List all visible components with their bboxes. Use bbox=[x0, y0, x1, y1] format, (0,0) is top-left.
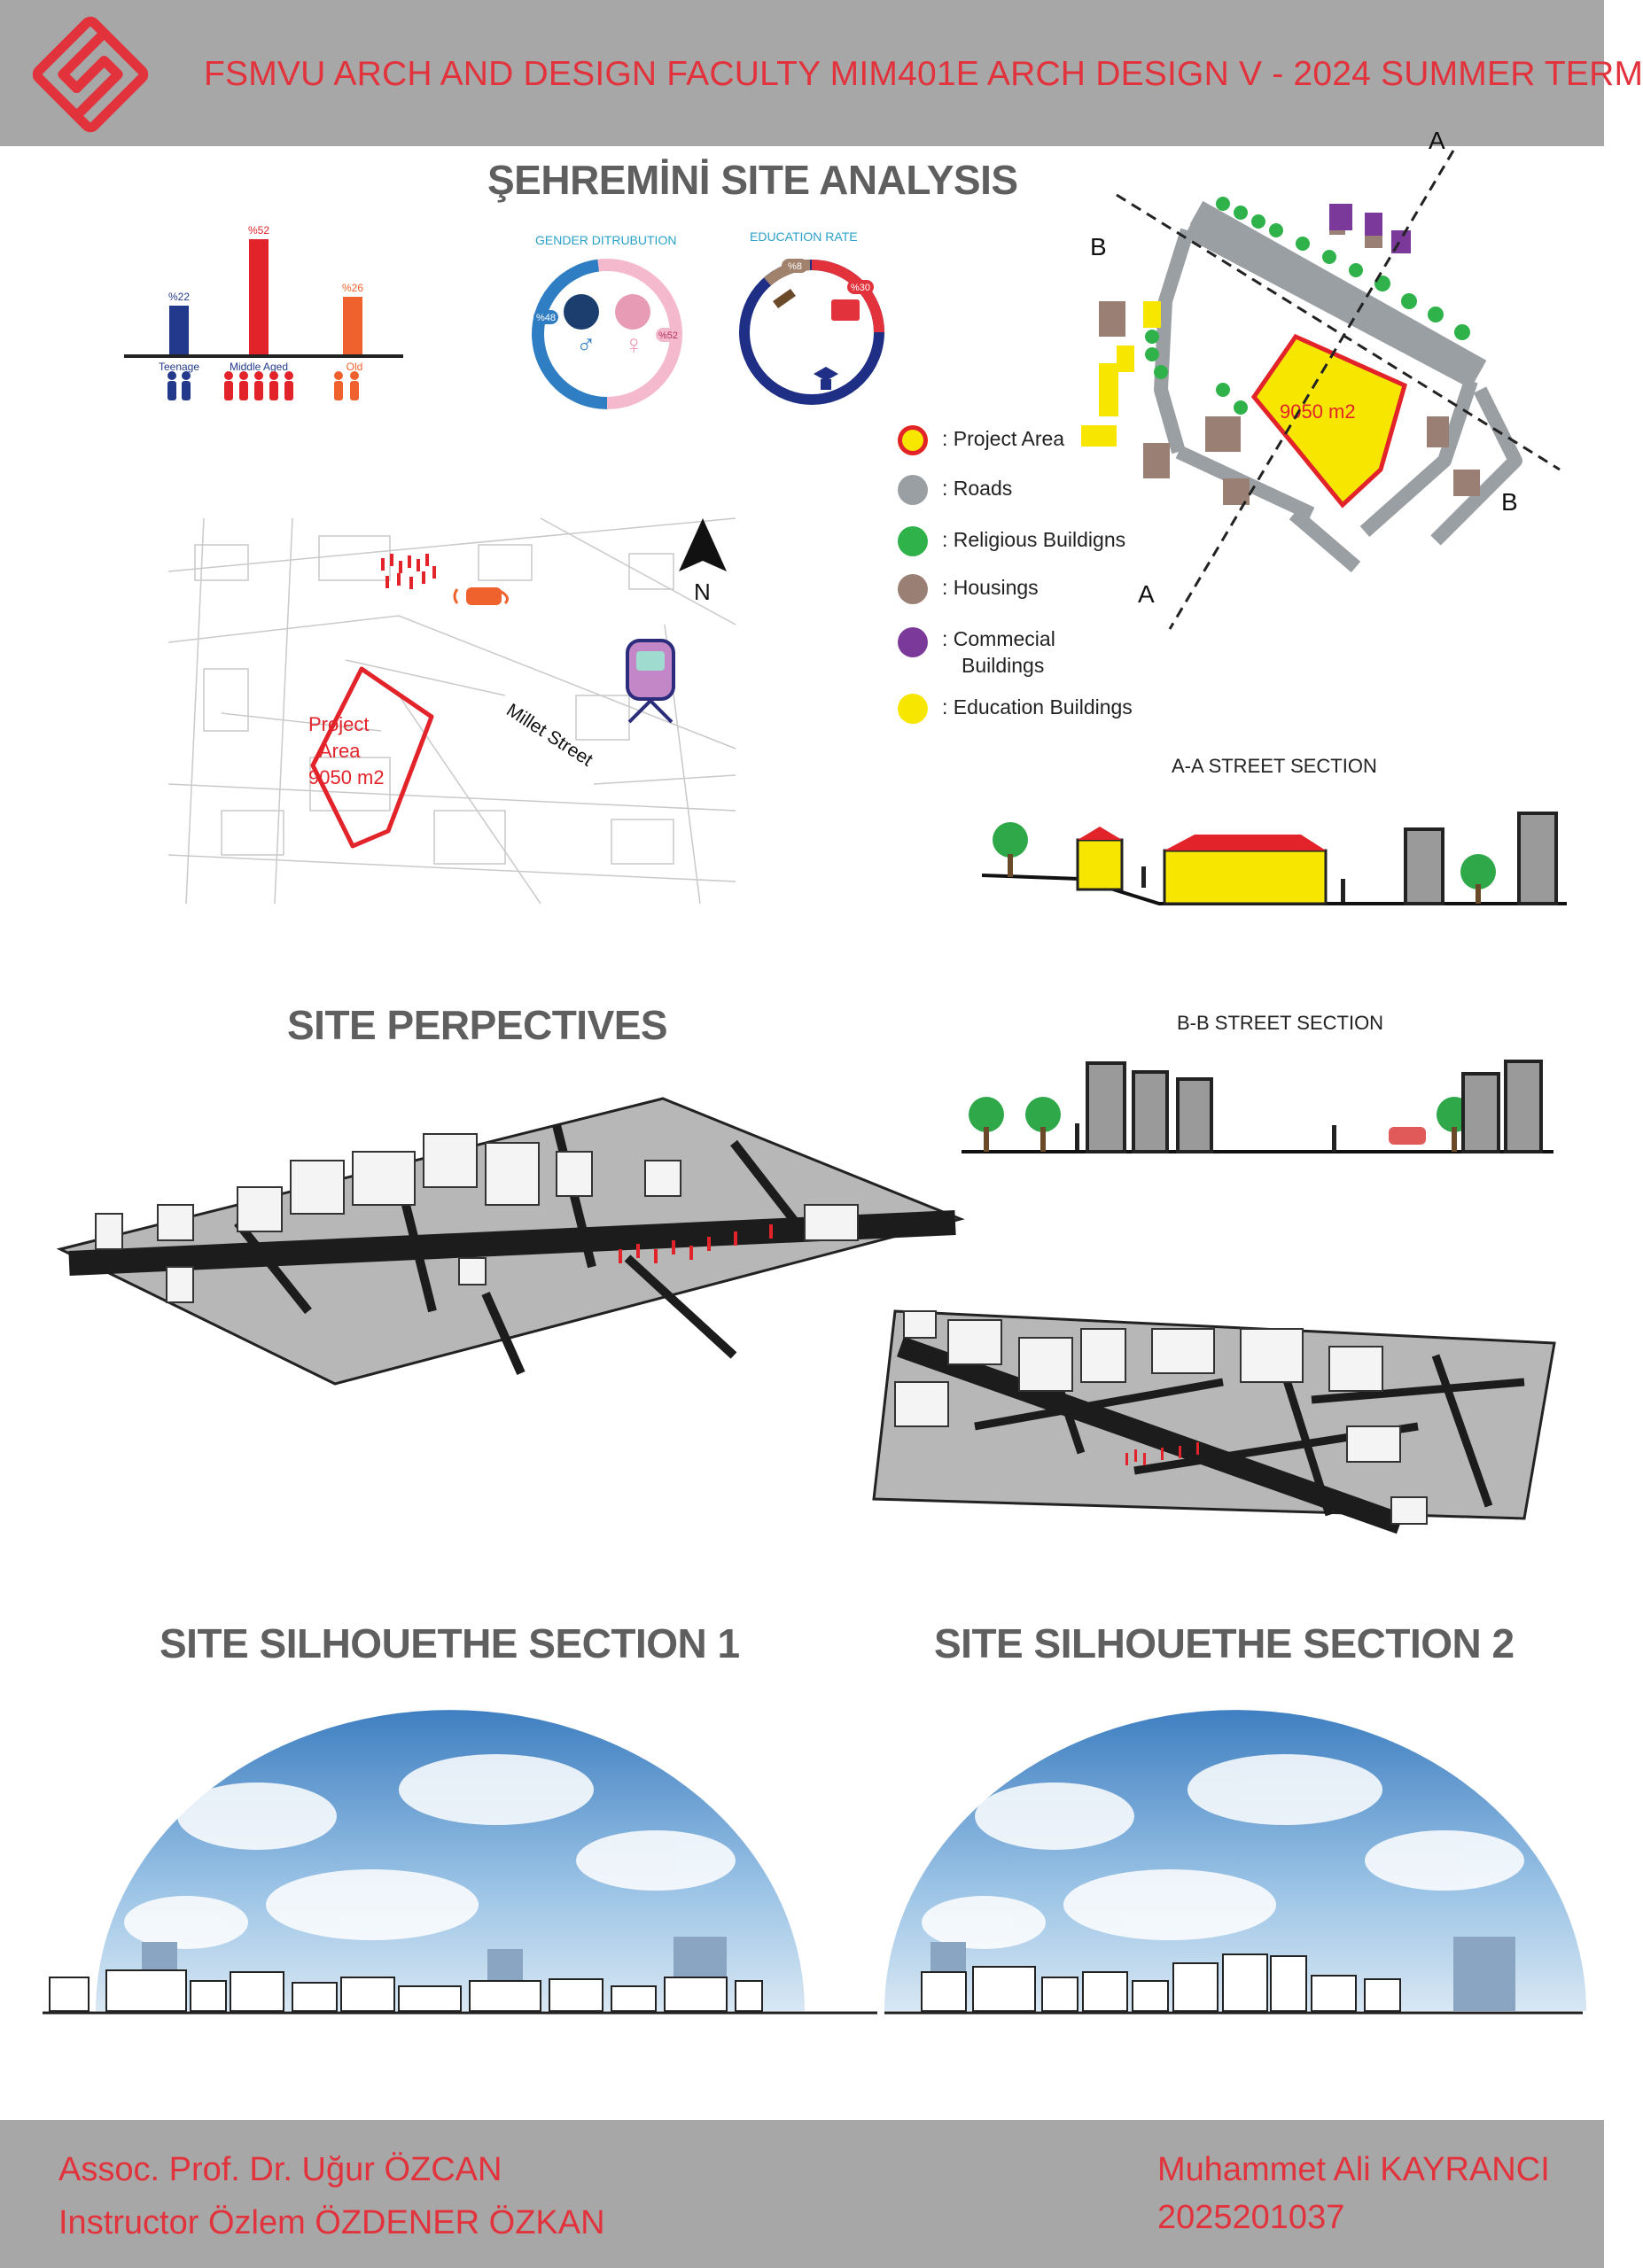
gender-female-label: %52 bbox=[658, 330, 678, 341]
teenage-people-icon bbox=[167, 371, 191, 400]
education-label-1: %8 bbox=[788, 261, 802, 272]
education-chart-title: EDUCATION RATE bbox=[750, 229, 858, 244]
education-red-arc bbox=[811, 260, 884, 333]
north-label: N bbox=[694, 579, 711, 605]
site-plan-project-area bbox=[1250, 333, 1407, 509]
legend-housings-label: : Housings bbox=[942, 576, 1039, 599]
aa-section-title: A-A STREET SECTION bbox=[1172, 755, 1377, 777]
bb-street-section bbox=[962, 1060, 1553, 1153]
project-label-line3: 9050 m2 bbox=[308, 766, 385, 788]
legend-roads-label: : Roads bbox=[942, 477, 1013, 500]
legend-commercial-label-2: Buildings bbox=[962, 654, 1045, 677]
legend-religious-swatch bbox=[898, 526, 928, 556]
age-bar-old bbox=[343, 297, 362, 354]
pencil-icon bbox=[773, 289, 796, 308]
old-people-icon bbox=[334, 371, 359, 400]
section-mark-b-right: B bbox=[1501, 488, 1518, 516]
middle-aged-people-icon bbox=[224, 371, 293, 400]
legend-housings-swatch bbox=[898, 574, 928, 604]
site-perspectives-title: SITE PERPECTIVES bbox=[287, 1002, 668, 1048]
section-mark-a-top: A bbox=[1429, 127, 1445, 154]
age-bar-value-label: %22 bbox=[168, 291, 190, 303]
silhouette-section-1 bbox=[43, 1710, 877, 2015]
male-avatar-icon bbox=[564, 294, 599, 330]
site-plan-diagram: 9050 m2 A A B B bbox=[1081, 127, 1561, 630]
project-label-line1: Project bbox=[308, 713, 369, 735]
gender-arc-0 bbox=[532, 259, 608, 409]
legend-education-label: : Education Buildings bbox=[942, 695, 1133, 718]
train-icon bbox=[626, 639, 675, 724]
site-perspective-2 bbox=[872, 1309, 1556, 1534]
student-id: 2025201037 bbox=[1157, 2199, 1345, 2236]
pedestrian-crowd-icon bbox=[381, 554, 436, 589]
site-location-map: Project Area 9050 m2 Millet Street N bbox=[167, 517, 736, 905]
age-bar-teenage bbox=[169, 306, 189, 354]
tree-icon bbox=[993, 822, 1028, 858]
age-bar-value-label: %26 bbox=[342, 282, 363, 294]
silhouette-section-1-title: SITE SILHOUETHE SECTION 1 bbox=[160, 1620, 740, 1666]
site-perspective-1 bbox=[56, 1097, 965, 1386]
male-symbol-icon: ♂ bbox=[576, 330, 596, 360]
header-title: FSMVU ARCH AND DESIGN FACULTY MIM401E AR… bbox=[204, 55, 1643, 93]
graduation-cap-icon bbox=[814, 367, 838, 381]
female-symbol-icon: ♀ bbox=[624, 330, 644, 360]
female-avatar-icon bbox=[615, 294, 650, 330]
age-category-label: Middle Aged bbox=[230, 361, 288, 373]
legend-education-swatch bbox=[898, 694, 928, 724]
education-donut-chart: %8 %30 bbox=[739, 259, 884, 405]
book-icon bbox=[831, 299, 860, 321]
age-category-label: Teenage bbox=[159, 361, 199, 373]
gender-chart-title: GENDER DITRUBUTION bbox=[535, 233, 677, 247]
bb-section-title: B-B STREET SECTION bbox=[1177, 1012, 1384, 1034]
age-bar-middle-aged bbox=[249, 239, 269, 354]
car-icon bbox=[453, 587, 509, 605]
legend-project-label: : Project Area bbox=[942, 427, 1065, 450]
gender-male-label: %48 bbox=[536, 313, 556, 323]
instructor-2: Instructor Özlem ÖZDENER ÖZKAN bbox=[58, 2204, 605, 2241]
car-icon bbox=[1389, 1127, 1426, 1145]
age-category-label: Old bbox=[347, 361, 363, 373]
education-label-2: %30 bbox=[851, 283, 870, 293]
site-analysis-title: ŞEHREMİNİ SITE ANALYSIS bbox=[487, 157, 1018, 203]
silhouette-section-2-title: SITE SILHOUETHE SECTION 2 bbox=[934, 1620, 1515, 1666]
section-mark-b-left: B bbox=[1090, 233, 1107, 260]
footer-band bbox=[0, 2120, 1604, 2268]
section-mark-a-bottom: A bbox=[1138, 580, 1155, 608]
site-plan-area-label: 9050 m2 bbox=[1280, 400, 1356, 423]
project-area-outline bbox=[310, 666, 434, 849]
age-bar-value-label: %52 bbox=[248, 224, 269, 237]
gender-donut-chart: ♂ ♀ %48 %52 bbox=[532, 259, 682, 409]
student-name: Muhammet Ali KAYRANCI bbox=[1157, 2151, 1550, 2188]
instructor-1: Assoc. Prof. Dr. Uğur ÖZCAN bbox=[58, 2151, 502, 2188]
legend-commercial-label: : Commecial bbox=[942, 627, 1055, 650]
aa-street-section bbox=[981, 812, 1567, 905]
legend: : Project Area : Roads : Religious Build… bbox=[898, 425, 1146, 726]
north-arrow-icon bbox=[679, 518, 727, 571]
legend-project-swatch bbox=[898, 425, 928, 455]
project-label-line2: Area bbox=[319, 740, 361, 762]
legend-religious-label: : Religious Buildigns bbox=[942, 528, 1126, 551]
fsmvu-logo-icon bbox=[32, 16, 149, 133]
legend-commercial-swatch bbox=[898, 627, 928, 657]
silhouette-section-2 bbox=[884, 1710, 1586, 2015]
header-band bbox=[0, 0, 1604, 146]
legend-roads-swatch bbox=[898, 475, 928, 505]
